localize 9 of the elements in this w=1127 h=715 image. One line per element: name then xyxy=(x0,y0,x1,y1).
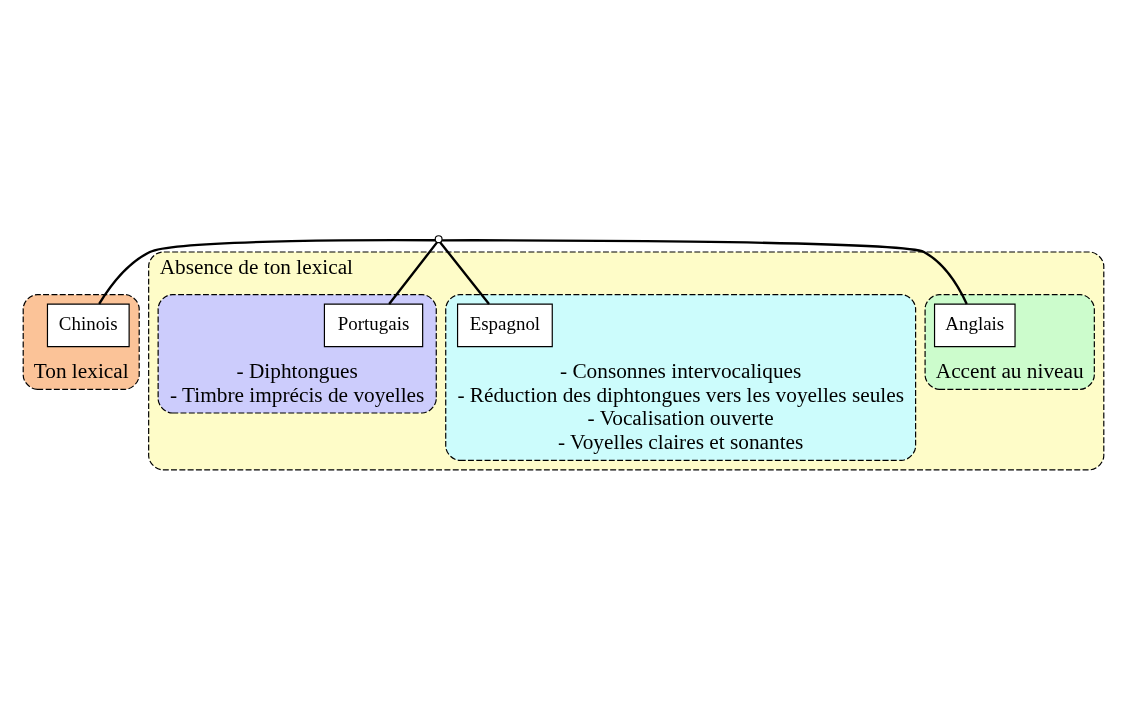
node-box: Chinois xyxy=(46,303,130,348)
node-box: Anglais xyxy=(933,303,1016,348)
node-point xyxy=(434,235,443,244)
node-box: Espagnol xyxy=(457,303,553,348)
node-box: Portugais xyxy=(323,303,424,348)
connector xyxy=(98,239,436,305)
connector xyxy=(388,241,438,305)
connector xyxy=(439,241,490,305)
connector xyxy=(442,239,968,305)
